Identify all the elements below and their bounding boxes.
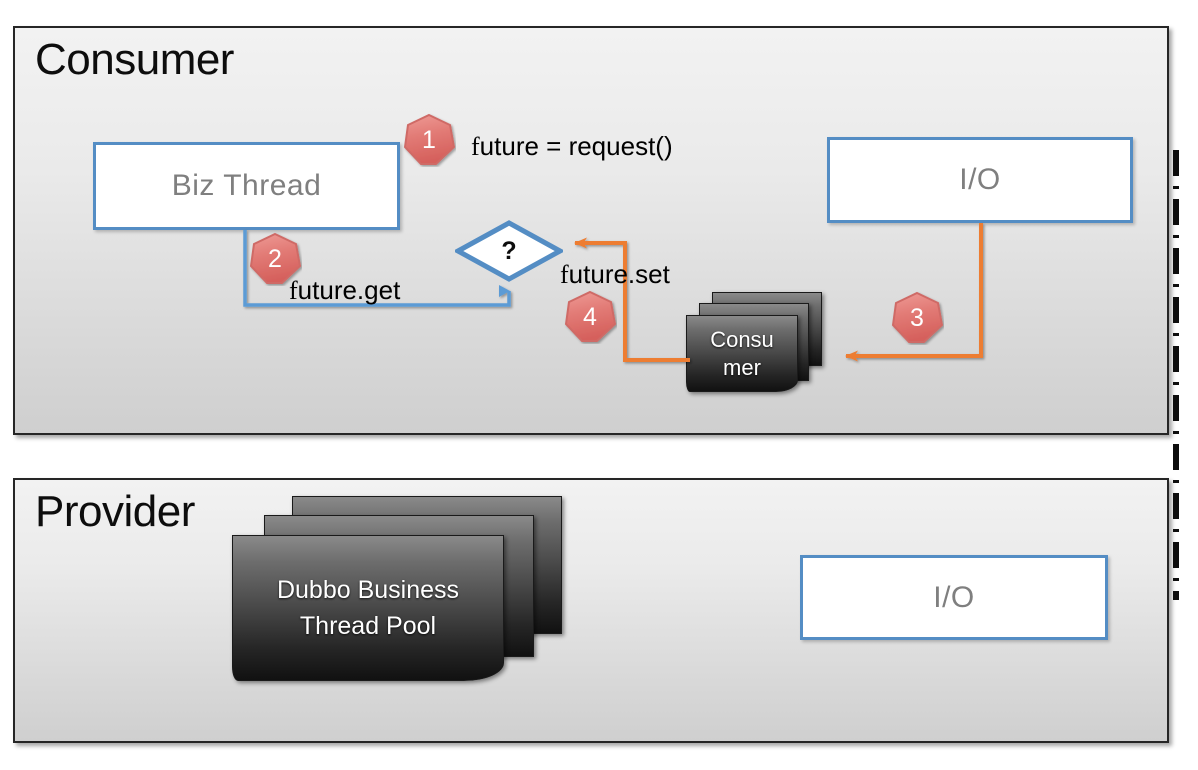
consumer-stack-label-line1: Consu: [710, 326, 774, 352]
consumer-panel-title: Consumer: [35, 35, 234, 84]
label-future-get-lead: f: [289, 276, 298, 305]
dubbo-label-line2: Thread Pool: [299, 612, 437, 640]
consumer-io-box[interactable]: I/O: [827, 137, 1133, 223]
biz-thread-box[interactable]: Biz Thread: [93, 142, 400, 230]
heptagon-icon: [564, 290, 617, 342]
diamond-shape-icon: [452, 220, 566, 282]
heptagon-icon: [403, 113, 456, 165]
label-future-set: future.set: [560, 259, 670, 290]
provider-io-label: I/O: [933, 580, 975, 614]
step-badge-2: 2: [248, 232, 302, 286]
consumer-stack-label: Consu mer: [686, 315, 798, 392]
step-badge-1: 1: [402, 113, 456, 167]
consumer-io-label: I/O: [959, 163, 1001, 196]
step-badge-4: 4: [563, 290, 617, 344]
label-future-request: future = request(): [471, 131, 673, 162]
biz-thread-label: Biz Thread: [171, 169, 322, 202]
consumer-stack-label-line2: mer: [723, 354, 761, 380]
decision-diamond[interactable]: ?: [452, 220, 566, 282]
provider-panel: Provider: [13, 478, 1169, 743]
label-future-get-rest: uture.get: [297, 275, 401, 305]
dubbo-label-line1: Dubbo Business: [276, 576, 460, 604]
dubbo-card-front: [232, 535, 504, 681]
consumer-panel: Consumer: [13, 26, 1169, 435]
consumer-instances-stack[interactable]: Consu mer: [686, 292, 836, 402]
dubbo-thread-pool-label: Dubbo Business Thread Pool: [232, 535, 504, 681]
consumer-card-front: [686, 315, 798, 392]
heptagon-icon: [891, 291, 944, 343]
label-future-get: future.get: [289, 275, 400, 306]
label-future-set-lead: f: [560, 260, 569, 289]
dubbo-thread-pool-stack[interactable]: Dubbo Business Thread Pool: [232, 496, 562, 696]
label-future-request-lead: f: [471, 132, 480, 161]
step-badge-3: 3: [890, 291, 944, 345]
label-future-request-rest: uture = request(): [479, 131, 673, 161]
label-future-set-rest: uture.set: [568, 259, 670, 289]
provider-panel-title: Provider: [35, 487, 195, 536]
heptagon-icon: [249, 232, 302, 284]
provider-io-box[interactable]: I/O: [800, 555, 1108, 640]
